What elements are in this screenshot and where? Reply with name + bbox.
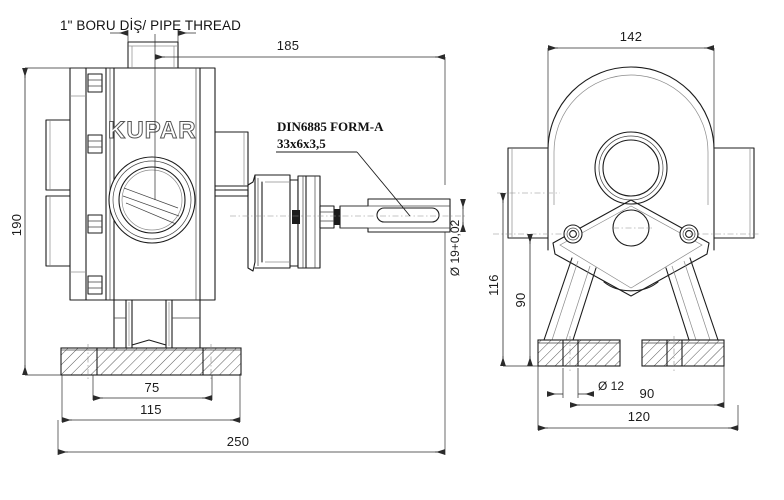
- left-view-dimensions: 190 185 75: [9, 38, 466, 455]
- left-side-view-geometry: KUPAR: [45, 30, 465, 379]
- dim-shaft-diameter: Ø 19+0,02: [448, 199, 466, 276]
- right-front-view-geometry: [493, 66, 760, 372]
- keyway-leader: [276, 151, 411, 217]
- pump-chamber-circle: [108, 156, 196, 244]
- dim-label-120: 120: [628, 409, 651, 424]
- dim-label-185: 185: [277, 38, 300, 53]
- brand-logo: KUPAR: [108, 117, 197, 145]
- dim-base-120: 120: [537, 366, 739, 431]
- dim-overall-250: 250: [57, 232, 446, 455]
- drive-shaft-assembly: [230, 174, 465, 272]
- dim-height-90-vertical: 90: [513, 234, 533, 366]
- dim-label-90-vertical: 90: [513, 292, 528, 307]
- left-foot-section: [537, 336, 621, 372]
- dim-label-142: 142: [620, 29, 643, 44]
- dim-bolt-span-90: 90: [570, 366, 725, 408]
- note-keyway-standard: DIN6885 FORM-A: [277, 119, 384, 134]
- dim-base-75: 75: [92, 375, 213, 401]
- dim-label-75: 75: [144, 380, 159, 395]
- pipe-thread-extension: [110, 30, 196, 200]
- base-plate-section: [60, 344, 242, 379]
- logo-text: KUPAR: [108, 117, 197, 144]
- dim-label-115: 115: [140, 402, 162, 417]
- right-foot-section: [641, 336, 725, 372]
- dim-label-250: 250: [227, 434, 250, 449]
- dim-hole-dia-12: Ø 12: [547, 368, 624, 398]
- dim-label-shaft-dia: Ø 19+0,02: [448, 219, 462, 276]
- keyway-slot: [376, 207, 440, 223]
- dim-height-190: 190: [9, 67, 84, 376]
- dim-height-116: 116: [486, 193, 538, 367]
- dim-label-190: 190: [9, 214, 24, 237]
- dim-label-dia-12: Ø 12: [598, 379, 624, 393]
- note-pipe-thread: 1" BORU DİŞ/ PIPE THREAD: [60, 18, 241, 33]
- central-bore: [594, 131, 668, 205]
- note-keyway-size: 33x6x3,5: [277, 136, 326, 151]
- dim-length-185: 185: [155, 38, 446, 185]
- dim-width-142: 142: [547, 29, 715, 150]
- dim-base-115: 115: [61, 375, 241, 423]
- dim-label-90-horizontal: 90: [639, 386, 654, 401]
- annotation-notes: 1" BORU DİŞ/ PIPE THREAD DIN6885 FORM-A …: [60, 18, 384, 151]
- dim-label-116: 116: [486, 274, 501, 296]
- right-view-dimensions: 142 116 90: [486, 29, 739, 431]
- flange-bolt-heads: [87, 73, 103, 295]
